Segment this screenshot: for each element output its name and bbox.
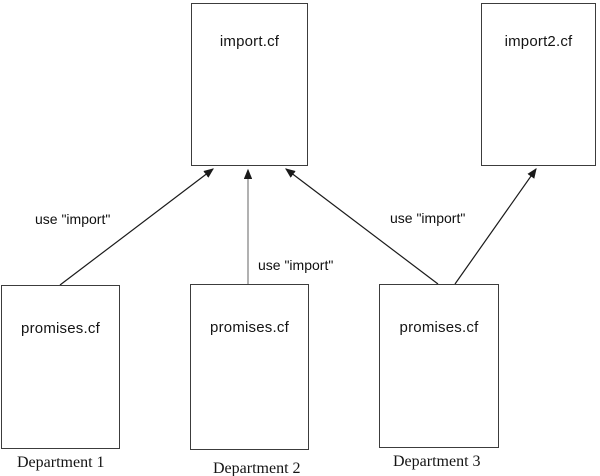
edge-label-use-import-right: use "import": [390, 210, 466, 226]
node-label: import2.cf: [504, 33, 573, 50]
node-import-cf: import.cf: [191, 3, 308, 166]
node-promises-cf-dept3: promises.cf: [379, 284, 499, 448]
node-label: promises.cf: [399, 319, 479, 336]
node-promises-cf-dept1: promises.cf: [1, 285, 120, 449]
caption-department-3: Department 3: [393, 453, 481, 470]
node-label: promises.cf: [21, 320, 100, 337]
node-label: import.cf: [219, 33, 280, 50]
edge-label-use-import-left: use "import": [35, 211, 111, 227]
caption-department-2: Department 2: [213, 460, 301, 476]
node-promises-cf-dept2: promises.cf: [190, 284, 309, 450]
edge-promises3-to-import2: [454, 168, 537, 285]
node-import2-cf: import2.cf: [481, 3, 596, 166]
edge-promises1-to-import: [59, 168, 214, 286]
edge-label-use-import-middle: use "import": [258, 257, 334, 273]
node-label: promises.cf: [210, 319, 289, 336]
caption-department-1: Department 1: [17, 454, 105, 471]
